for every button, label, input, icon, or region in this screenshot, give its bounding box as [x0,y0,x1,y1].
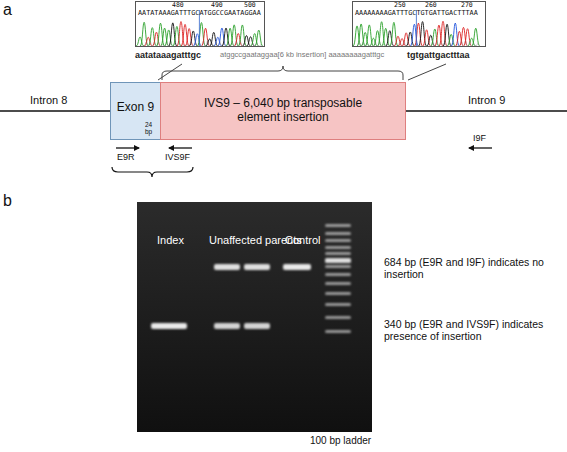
amplicon-brace [112,167,193,177]
dna-band [214,323,240,329]
primer-label: E9R [117,152,135,162]
ladder-band [325,252,351,255]
ladder-band [325,239,351,242]
dna-band [283,264,311,270]
trace-peak [472,28,480,46]
primer-arrow [169,147,192,148]
base-position: 260 [425,2,437,9]
trace-peak [365,25,373,46]
intron-label: Intron 8 [30,94,67,107]
dna-band [244,264,270,270]
base-position: 500 [244,2,256,9]
insertion-box: IVS9 – 6,040 bp transposable element ins… [160,82,406,140]
trace-peak [468,38,476,46]
lane-label: Index [157,234,184,247]
trace-peak [464,29,472,46]
sequence-read: AAAAAAAAGATTTGCTGTGATTGACTTTAA [355,10,478,18]
trace-peak [206,39,214,46]
trace-peak [136,37,144,46]
trace-peak [443,24,451,46]
insertion-sequence: atggccgaataggaa[6 kb insertion] aaaaaaaa… [220,51,384,60]
sequence-read: AATATAAAGATTTGCATGGCCGAATAGGAA [138,10,261,18]
ladder-band [325,265,351,268]
base-position: 490 [211,2,223,9]
flank-sequence: aatataaagatttgc [135,50,201,60]
intron-label: Intron 9 [468,94,505,107]
exon-label: Exon 9 [117,101,154,115]
primer-label: IVS9F [165,152,190,162]
ladder-band [325,224,351,227]
ladder-band [325,303,351,306]
dna-band [244,323,270,329]
base-position: 480 [172,2,184,9]
trace-peak [202,28,210,46]
trace-peak [193,34,201,46]
trace-peak [238,25,246,46]
trace-peak [255,30,263,46]
ladder-band [325,316,351,319]
primer-arrow [116,147,139,148]
base-position: 250 [394,2,406,9]
junction-leader [408,64,446,80]
trace-noise [476,43,479,46]
trace-peak [140,22,148,46]
ladder-band [325,232,351,235]
agarose-gel: IndexUnaffected parentsControl [137,202,372,432]
band-annotation: 684 bp (E9R and I9F) indicates no insert… [384,256,554,280]
length-label: 24 bp [145,121,158,136]
chromatogram-panel: AATATAAAGATTTGCATGGCCGAATAGGAA480 490 500 [135,1,265,47]
trace-peak [144,37,152,46]
chromatogram-panel: AAAAAAAAGATTTGCTGTGATTGACTTTAA250 260 270 [352,1,486,47]
trace-peak [390,22,398,46]
primer-arrow [469,147,492,148]
dna-band [214,264,240,270]
trace-noise [259,45,262,46]
insertion-brace [162,66,403,80]
ladder-band [325,258,351,263]
ladder-band [325,282,351,285]
ladder-band [325,273,351,276]
trace-peak [447,34,455,46]
ladder-band [325,246,351,249]
band-annotation: 340 bp (E9R and IVS9F) indicates presenc… [384,318,554,342]
trace-peak [214,37,222,46]
flank-sequence: tgtgattgactttaa [407,50,470,60]
ladder-band [325,292,351,295]
exon-box: Exon 9 [110,82,161,140]
lane-label: Control [285,234,320,247]
insertion-label: IVS9 – 6,040 bp transposable element ins… [193,97,373,125]
ladder-label: 100 bp ladder [310,435,371,447]
ladder-band [325,330,351,333]
base-position: 270 [461,2,473,9]
trace-peak [369,38,377,46]
panel-letter: a [3,1,12,19]
panel-letter: b [3,192,12,210]
primer-label: I9F [473,133,486,143]
dna-band [151,323,187,329]
